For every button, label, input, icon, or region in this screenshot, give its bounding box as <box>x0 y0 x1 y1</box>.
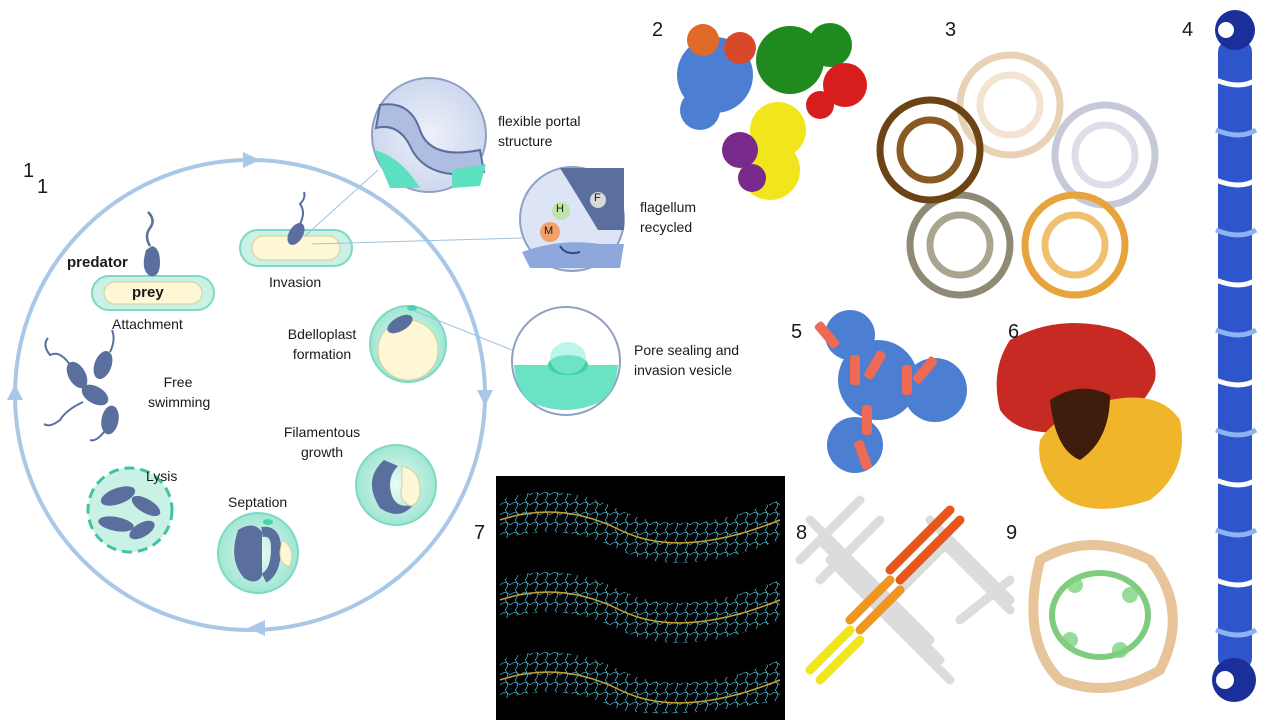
protein-surface-panel6 <box>996 322 1182 509</box>
panel-number-8: 8 <box>796 522 808 544</box>
panel-number-1: 1 <box>37 176 49 198</box>
panel-number-9: 9 <box>1006 522 1018 544</box>
panel-number-3: 3 <box>945 19 957 41</box>
invasion-label: Invasion <box>269 274 322 290</box>
free-swimming-cells <box>43 329 119 442</box>
predator-label: predator <box>67 254 128 271</box>
cycle-arrow-bottom <box>248 620 265 636</box>
protein-barrel-panel9 <box>1028 540 1178 693</box>
panel-number-1-top: 1 <box>23 160 35 182</box>
panel-number-7: 7 <box>474 522 486 544</box>
prey-label: prey <box>132 284 164 301</box>
free-swimming-label: Free swimming <box>148 374 211 410</box>
protein-helix-panel5 <box>814 310 967 473</box>
cycle-arrow-left <box>7 384 23 400</box>
septation-label: Septation <box>228 494 288 510</box>
panel-number-5: 5 <box>791 321 803 343</box>
pore-label: Pore sealing and invasion vesicle <box>634 342 740 378</box>
protein-filament-panel4 <box>1212 10 1258 702</box>
protein-betahelix-panel8 <box>795 495 1015 685</box>
cycle-arrow-top <box>243 152 260 168</box>
portal-label: flexible portal structure <box>498 113 581 149</box>
flagellum-label: flagellum recycled <box>640 199 697 235</box>
bdelloplast-label: Bdelloplast formation <box>287 326 357 362</box>
filamentous-label: Filamentous growth <box>283 424 361 460</box>
cycle-arrow-right <box>477 390 493 406</box>
panel-number-6: 6 <box>1008 321 1020 343</box>
predator-cell <box>143 246 160 277</box>
panel-number-2: 2 <box>652 19 664 41</box>
panel-number-4: 4 <box>1182 19 1194 41</box>
filamentous-cell <box>355 444 437 526</box>
density-map-panel7 <box>496 476 785 720</box>
letter-f: F <box>594 192 601 204</box>
lysis-label: Lysis <box>146 468 178 484</box>
letter-h: H <box>556 203 564 215</box>
protein-pentamer-panel3 <box>876 51 1159 299</box>
attachment-label: Attachment <box>112 316 183 332</box>
letter-m: M <box>544 225 554 237</box>
protein-trimer-panel2 <box>677 23 867 200</box>
